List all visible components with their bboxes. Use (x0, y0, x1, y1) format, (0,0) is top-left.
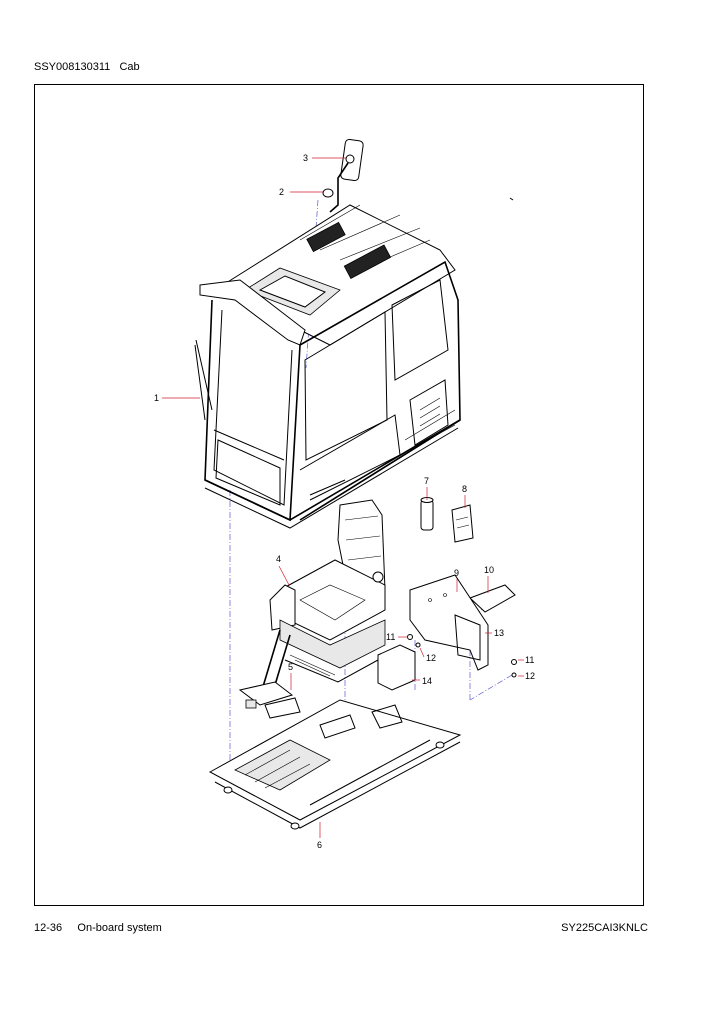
document-code: SSY008130311 (34, 61, 111, 73)
part-7 (420, 497, 434, 531)
part-11-bolt-right (511, 659, 517, 665)
operator-seat (269, 499, 386, 683)
callout-7: 7 (424, 476, 429, 486)
part-10 (469, 584, 516, 613)
part-8 (451, 504, 474, 543)
callout-11-right: 11 (525, 655, 534, 665)
callout-3: 3 (303, 153, 308, 163)
callout-12-left: 12 (426, 653, 436, 663)
model-code: SY225CAI3KNLC (561, 922, 648, 934)
cab-assembly (194, 204, 461, 529)
callout-13: 13 (494, 628, 504, 638)
section-title: Cab (119, 61, 140, 73)
callout-9: 9 (454, 568, 459, 578)
callout-labels: 1 2 3 4 5 6 7 8 9 10 11 11 12 12 13 14 (154, 153, 535, 850)
part-11-bolt (407, 634, 413, 640)
pedal-assembly (238, 629, 301, 719)
part-12-washer-right (511, 672, 517, 678)
callout-8: 8 (462, 484, 467, 494)
leader-lines (162, 157, 524, 838)
page-header: SSY008130311 Cab (34, 61, 140, 73)
diagram-frame (34, 84, 644, 906)
floor-plate (208, 699, 462, 830)
callout-6: 6 (317, 840, 322, 850)
callout-2: 2 (279, 187, 284, 197)
callout-10: 10 (484, 565, 494, 575)
part-13 (409, 574, 489, 671)
page-number: 12-36 (34, 922, 63, 934)
callout-14: 14 (422, 676, 432, 686)
callout-12-right: 12 (525, 671, 535, 681)
callout-5: 5 (288, 662, 293, 672)
callout-1: 1 (154, 393, 159, 403)
part-12-washer (415, 642, 421, 648)
page-footer-left: 12-36 On-board system (34, 922, 162, 934)
callout-4: 4 (276, 554, 281, 564)
callout-11-left: 11 (386, 632, 395, 642)
chapter-title: On-board system (77, 922, 162, 934)
part-14 (377, 644, 416, 691)
mirror-assembly (322, 138, 514, 213)
